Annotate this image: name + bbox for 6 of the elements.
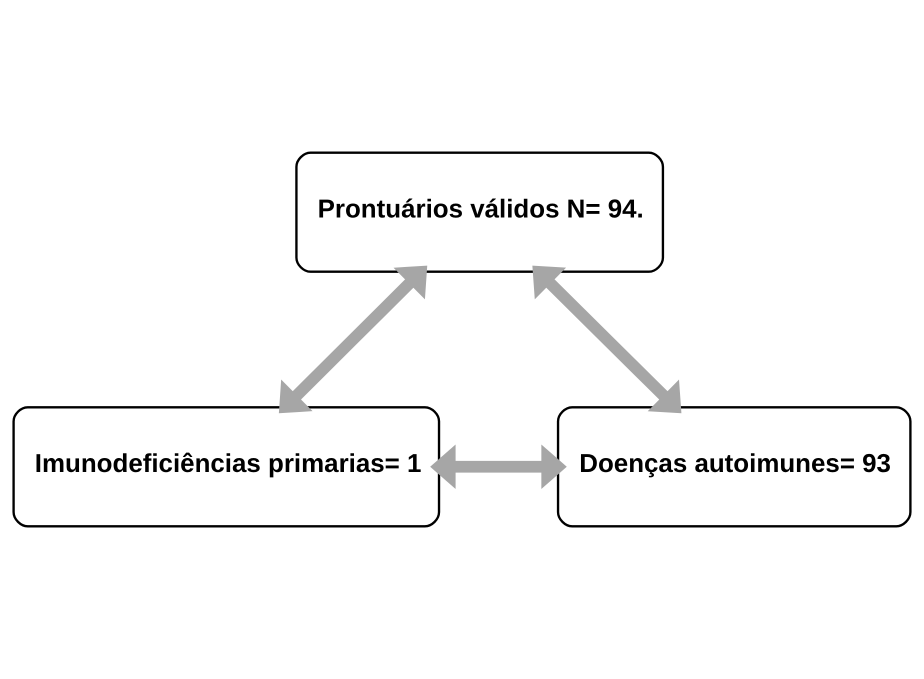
node-box: Prontuários válidos N= 94. xyxy=(295,152,664,273)
arrow xyxy=(278,266,428,414)
node-box: Imunodeficiências primarias= 1 xyxy=(12,406,440,528)
arrow xyxy=(532,266,682,414)
arrow xyxy=(430,444,567,490)
node-box: Doenças autoimunes= 93 xyxy=(556,406,912,528)
